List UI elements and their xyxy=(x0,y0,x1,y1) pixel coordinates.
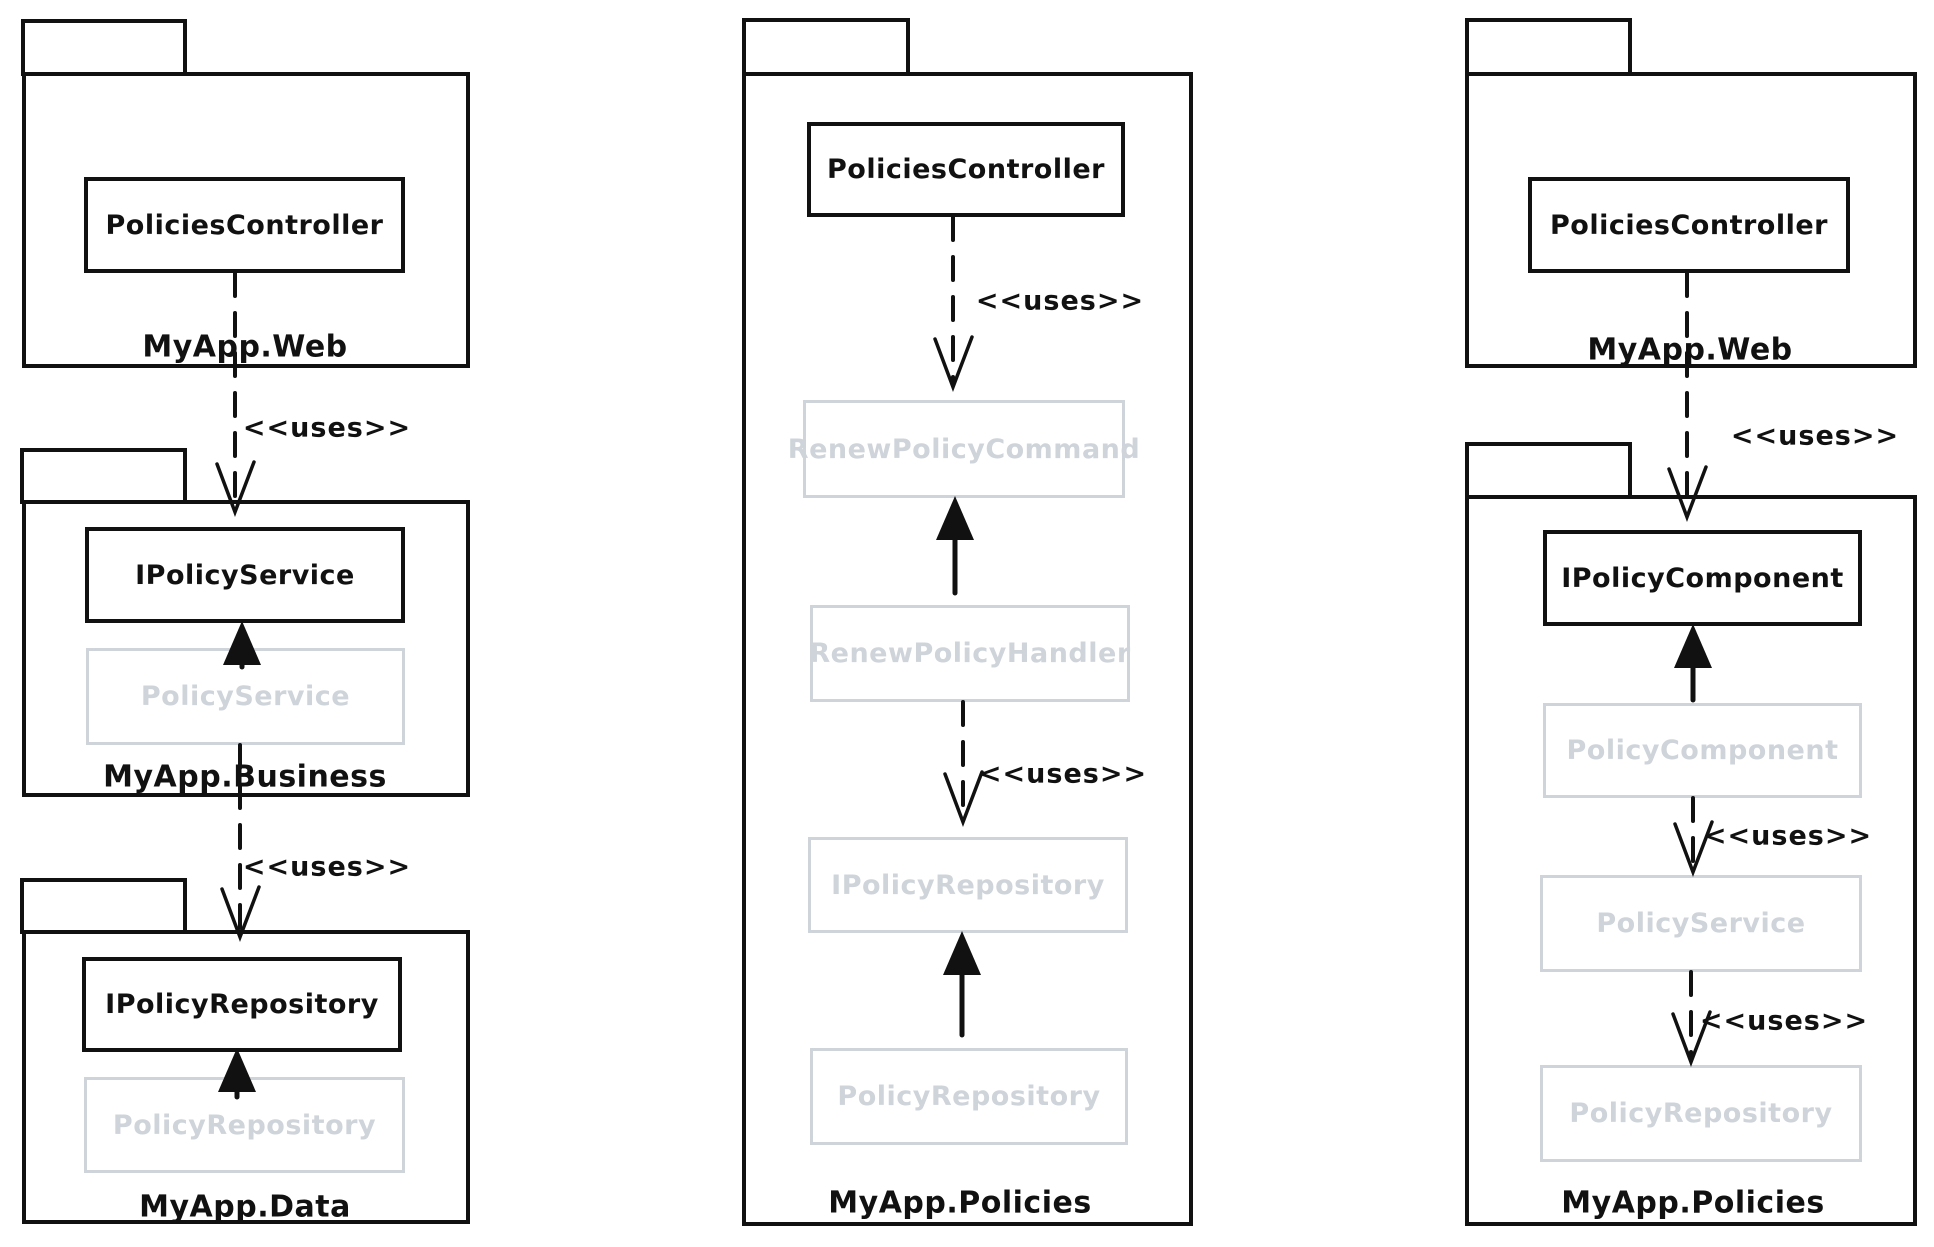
uses-label: <<uses>> xyxy=(1730,420,1900,452)
class-name: PolicyComponent xyxy=(1566,735,1839,766)
class-box-policyservice-right: PolicyService xyxy=(1540,875,1862,972)
class-box-renewpolicycommand: RenewPolicyCommand xyxy=(788,400,1140,498)
package-web-left-tab xyxy=(21,19,187,76)
package-label-policies-right: MyApp.Policies xyxy=(1561,1185,1825,1221)
uses-label: <<uses>> xyxy=(242,851,412,883)
class-name: RenewPolicyHandler xyxy=(809,638,1131,669)
class-box-policyservice-left: PolicyService xyxy=(86,648,405,745)
class-box-policiescontroller-right: PoliciesController xyxy=(1528,177,1850,273)
uses-label: <<uses>> xyxy=(978,758,1148,790)
class-box-policyrepository-left: PolicyRepository xyxy=(84,1077,405,1173)
class-name: IPolicyRepository xyxy=(105,989,379,1020)
uses-label: <<uses>> xyxy=(975,285,1145,317)
package-label-web-right: MyApp.Web xyxy=(1587,332,1793,368)
package-policies-middle-tab xyxy=(742,18,910,76)
class-box-renewpolicyhandler: RenewPolicyHandler xyxy=(809,605,1131,702)
class-name: RenewPolicyCommand xyxy=(787,433,1141,465)
uses-label: <<uses>> xyxy=(1699,1005,1869,1037)
class-name: PolicyService xyxy=(140,681,351,712)
package-business-tab xyxy=(20,448,187,504)
class-box-ipolicycomponent: IPolicyComponent xyxy=(1543,530,1862,626)
package-label-policies-middle: MyApp.Policies xyxy=(828,1185,1092,1221)
class-name: PoliciesController xyxy=(1550,209,1828,241)
package-label-data: MyApp.Data xyxy=(139,1189,351,1225)
class-name: PoliciesController xyxy=(827,154,1105,185)
package-data-tab xyxy=(20,878,187,934)
class-box-policyrepository-right: PolicyRepository xyxy=(1540,1065,1862,1162)
class-box-ipolicyrepository-left: IPolicyRepository xyxy=(82,957,402,1052)
class-name: IPolicyRepository xyxy=(831,869,1105,901)
class-box-policyrepository-middle: PolicyRepository xyxy=(810,1048,1128,1145)
uses-label: <<uses>> xyxy=(242,412,412,444)
package-web-right-tab xyxy=(1465,18,1632,76)
package-policies-right-tab xyxy=(1465,442,1632,499)
package-label-web-left: MyApp.Web xyxy=(142,329,348,365)
class-box-policiescontroller-left: PoliciesController xyxy=(84,177,405,273)
uses-label: <<uses>> xyxy=(1703,820,1873,852)
class-box-policycomponent: PolicyComponent xyxy=(1543,703,1862,798)
package-label-business: MyApp.Business xyxy=(103,759,387,795)
class-box-ipolicyrepository-middle: IPolicyRepository xyxy=(808,837,1128,933)
class-box-ipolicyservice: IPolicyService xyxy=(85,527,405,623)
class-name: IPolicyService xyxy=(135,559,355,591)
class-name: PoliciesController xyxy=(105,209,384,241)
class-name: PolicyRepository xyxy=(837,1081,1101,1112)
class-name: PolicyRepository xyxy=(112,1109,377,1141)
class-box-policiescontroller-middle: PoliciesController xyxy=(807,122,1125,217)
class-name: PolicyRepository xyxy=(1569,1098,1833,1129)
class-name: IPolicyComponent xyxy=(1561,562,1844,594)
class-name: PolicyService xyxy=(1596,908,1806,939)
